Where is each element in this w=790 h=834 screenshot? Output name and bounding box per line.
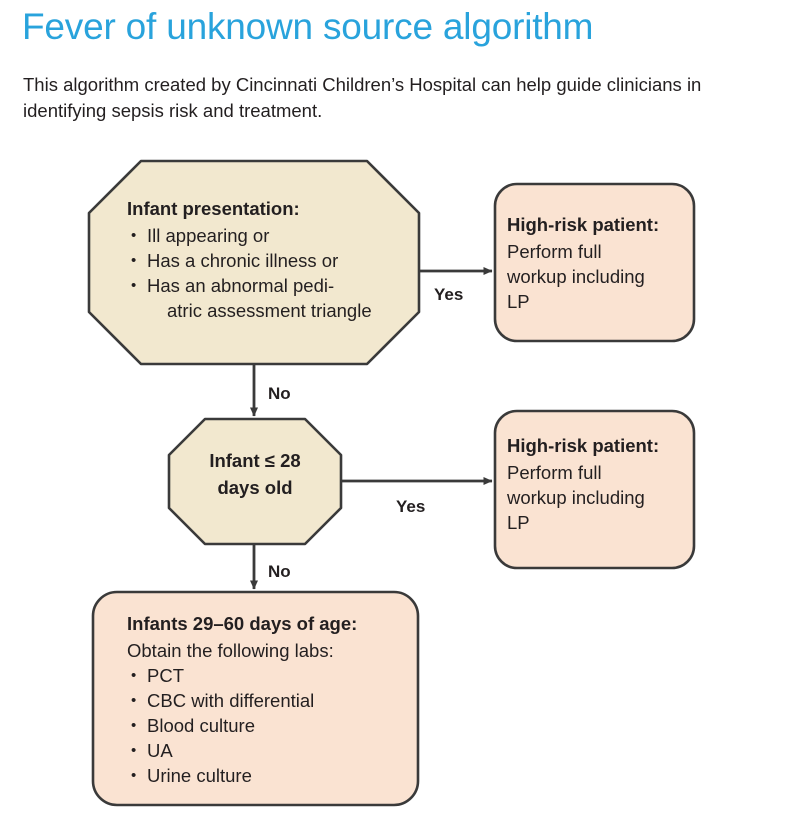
node-high-risk-2-line: workup including [507,487,645,508]
list-item-line-2: atric assessment triangle [167,300,372,321]
node-high-risk-1-shape [493,182,696,343]
node-high-risk-2-title: High-risk patient: [507,435,660,456]
edge-label-no-1: No [268,384,291,403]
node-high-risk-2-text: High-risk patient: Perform full workup i… [507,433,687,535]
node-infant-28-days-shape [167,417,343,546]
node-high-risk-1-line: LP [507,291,530,312]
node-infant-28-days-line: days old [217,477,293,498]
node-infant-28-days-line: Infant ≤ 28 [209,450,301,471]
list-item: UA [127,738,407,763]
edge-label-no-2: No [268,562,291,581]
node-infants-29-60-subtitle: Obtain the following labs: [127,640,334,661]
list-item: PCT [127,663,407,688]
node-high-risk-1-line: Perform full [507,241,602,262]
node-infant-presentation-bullets: Ill appearing or Has a chronic illness o… [127,223,397,323]
node-high-risk-1-title: High-risk patient: [507,214,660,235]
list-item: Blood culture [127,713,407,738]
list-item-line-1: Has an abnormal pedi- [147,275,335,296]
node-infants-29-60-text: Infants 29–60 days of age: Obtain the fo… [127,611,407,788]
node-infants-29-60-bullets: PCT CBC with differential Blood culture … [127,663,407,788]
list-item: Has a chronic illness or [127,248,397,273]
node-high-risk-1-line: workup including [507,266,645,287]
list-item: CBC with differential [127,688,407,713]
node-infant-28-days-text: Infant ≤ 28 days old [170,448,340,502]
node-high-risk-2-line: LP [507,512,530,533]
page-title: Fever of unknown source algorithm [22,6,594,47]
node-high-risk-2-shape [493,409,696,570]
node-high-risk-1-text: High-risk patient: Perform full workup i… [507,212,687,314]
node-high-risk-2-line: Perform full [507,462,602,483]
node-infant-presentation-text: Infant presentation: Ill appearing or Ha… [127,196,397,323]
list-item: Ill appearing or [127,223,397,248]
edge-label-yes-2: Yes [396,497,426,516]
list-item: Urine culture [127,763,407,788]
edge-label-yes-1: Yes [434,285,464,304]
node-infants-29-60-title: Infants 29–60 days of age: [127,613,358,634]
list-item: Has an abnormal pedi- atric assessment t… [127,273,397,323]
node-infant-presentation-title: Infant presentation: [127,198,300,219]
intro-paragraph: This algorithm created by Cincinnati Chi… [23,74,702,121]
